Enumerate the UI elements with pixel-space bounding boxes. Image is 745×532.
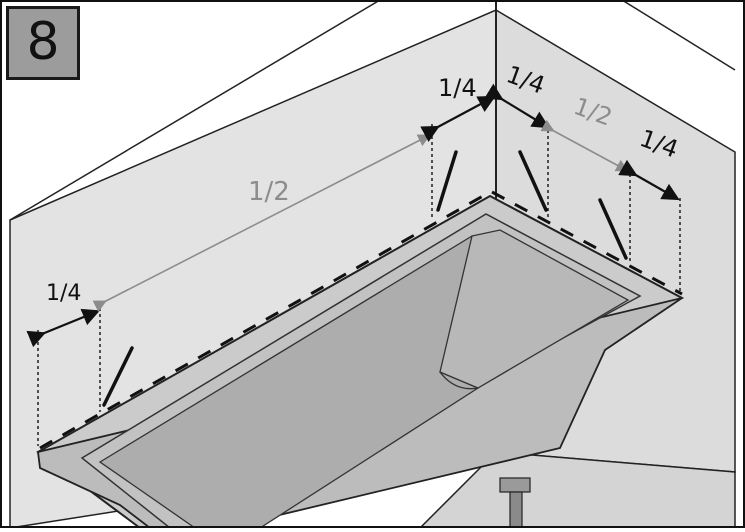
ceiling-edge-right bbox=[621, 0, 736, 71]
dimension-arrow-corner-a bbox=[420, 95, 496, 142]
tub-backrest bbox=[439, 229, 630, 389]
rim-seal-long bbox=[39, 190, 491, 450]
label-long-half: 1/2 bbox=[248, 177, 290, 207]
drain-icon bbox=[499, 477, 531, 493]
label-left-quarter: 1/4 bbox=[46, 281, 81, 306]
dimension-arrow-corner-b bbox=[484, 83, 550, 129]
dimension-arrow-icon bbox=[26, 308, 101, 348]
label-corner-quarter-a: 1/4 bbox=[438, 74, 477, 102]
rim-seal-short bbox=[491, 190, 683, 296]
dimension-arrow-short-half bbox=[540, 119, 629, 172]
dimension-arrow-right bbox=[618, 159, 680, 201]
waste-pipe bbox=[509, 491, 523, 529]
clip-icon bbox=[102, 150, 628, 407]
step-number-badge: 8 bbox=[6, 6, 80, 80]
dimension-arrow-long-half bbox=[92, 134, 431, 313]
ceiling-edge-left bbox=[9, 0, 381, 221]
tub-drain-curve bbox=[439, 371, 479, 390]
